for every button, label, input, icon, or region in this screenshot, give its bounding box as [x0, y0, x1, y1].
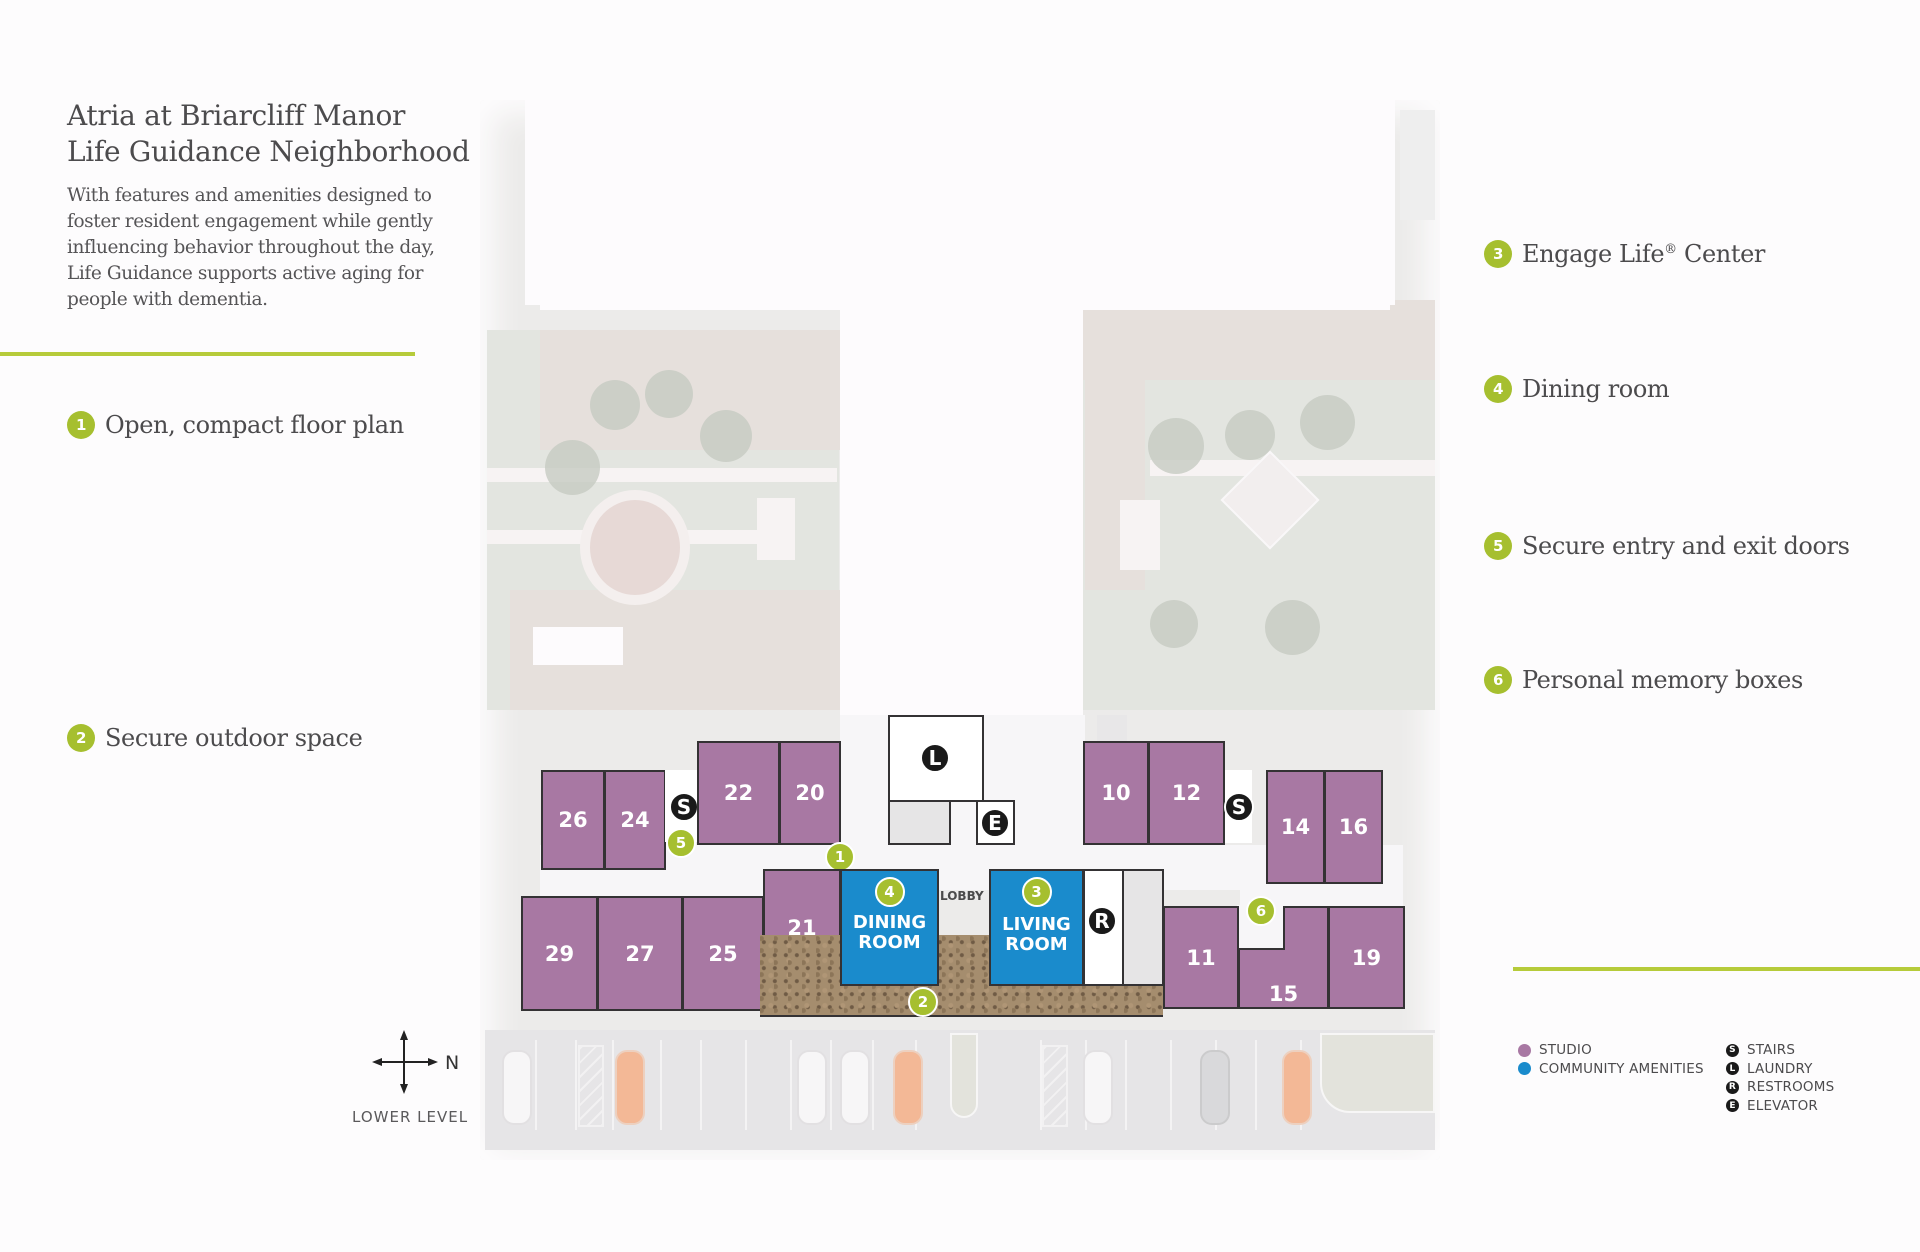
divider-right: [1513, 967, 1920, 971]
feature-label: Engage Life® Center: [1522, 240, 1765, 268]
garden-path: [1150, 460, 1435, 476]
tree: [1148, 418, 1204, 474]
service-room: [888, 800, 951, 845]
accessible-stall-hatch: [578, 1045, 604, 1127]
restrooms-icon: R: [1087, 906, 1117, 936]
tree: [590, 380, 640, 430]
studio-19[interactable]: 19: [1328, 906, 1405, 1009]
laundry-icon: L: [920, 743, 950, 773]
parked-car: [1083, 1050, 1113, 1125]
parking-island: [950, 1033, 978, 1118]
legend-colors: STUDIO COMMUNITY AMENITIES: [1518, 1041, 1704, 1078]
studio-27[interactable]: 27: [597, 896, 683, 1011]
marker-6: 6: [1246, 896, 1276, 926]
studio-25[interactable]: 25: [682, 896, 764, 1011]
feature-label: Open, compact floor plan: [105, 411, 404, 439]
accessible-stall-hatch: [1042, 1045, 1068, 1127]
badge-4: 4: [1484, 375, 1512, 403]
divider-left: [0, 352, 415, 356]
service-room: [1122, 869, 1164, 986]
tree: [1265, 600, 1320, 655]
stairs-icon: S: [669, 792, 699, 822]
garden-steps: [1120, 500, 1160, 570]
studio-26[interactable]: 26: [541, 770, 605, 870]
garden-steps: [757, 498, 795, 560]
tree: [1300, 395, 1355, 450]
feature-6: 6 Personal memory boxes: [1484, 666, 1803, 694]
parking-island: [1320, 1033, 1435, 1113]
legend-amenities: COMMUNITY AMENITIES: [1518, 1060, 1704, 1079]
dining-room[interactable]: 4 DINING ROOM: [840, 869, 939, 986]
feature-3: 3 Engage Life® Center: [1484, 240, 1765, 268]
title-line-2: Life Guidance Neighborhood: [67, 135, 470, 168]
feature-label: Secure outdoor space: [105, 724, 363, 752]
feature-label: Dining room: [1522, 375, 1670, 403]
feature-1: 1 Open, compact floor plan: [67, 411, 404, 439]
tree: [645, 370, 693, 418]
studio-24[interactable]: 24: [604, 770, 666, 870]
title-line-1: Atria at Briarcliff Manor: [67, 99, 406, 132]
parked-car: [1282, 1050, 1312, 1125]
elevator-icon: E: [980, 808, 1010, 838]
badge-6: 6: [1484, 666, 1512, 694]
living-room[interactable]: 3 LIVING ROOM: [989, 869, 1084, 986]
stairs-icon: S: [1726, 1043, 1739, 1057]
feature-label: Secure entry and exit doors: [1522, 532, 1850, 560]
page-title: Atria at Briarcliff Manor Life Guidance …: [67, 98, 470, 170]
parked-car: [893, 1050, 923, 1125]
parked-car: [840, 1050, 870, 1125]
marker-4: 4: [874, 877, 905, 907]
tree: [1225, 410, 1275, 460]
gazebo: [580, 490, 690, 605]
stairs-icon: S: [1224, 792, 1254, 822]
lobby-label: LOBBY: [940, 889, 984, 903]
legend-studio: STUDIO: [1518, 1041, 1704, 1060]
feature-label: Personal memory boxes: [1522, 666, 1803, 694]
marker-5: 5: [666, 828, 696, 858]
bench: [533, 627, 623, 665]
studio-10[interactable]: 10: [1083, 741, 1149, 845]
tree: [545, 440, 600, 495]
tree: [700, 410, 752, 462]
level-label: LOWER LEVEL: [352, 1108, 469, 1126]
studio-29[interactable]: 29: [521, 896, 598, 1011]
amenity-swatch: [1518, 1062, 1531, 1076]
description: With features and amenities designed to …: [67, 185, 435, 310]
legend-laundry: L LAUNDRY: [1726, 1060, 1834, 1079]
studio-20[interactable]: 20: [779, 741, 841, 845]
north-label: N: [445, 1052, 460, 1074]
parked-car: [502, 1050, 532, 1125]
studio-11[interactable]: 11: [1163, 906, 1239, 1009]
studio-22[interactable]: 22: [697, 741, 780, 845]
marker-3: 3: [1021, 877, 1052, 907]
elevator-icon: E: [1726, 1099, 1739, 1113]
parked-car: [615, 1050, 645, 1125]
studio-12[interactable]: 12: [1148, 741, 1225, 845]
legend-restrooms: R RESTROOMS: [1726, 1078, 1834, 1097]
badge-2: 2: [67, 724, 95, 752]
legend-elevator: E ELEVATOR: [1726, 1097, 1834, 1116]
laundry-icon: L: [1726, 1062, 1739, 1076]
badge-5: 5: [1484, 532, 1512, 560]
building-connector: [840, 305, 1083, 717]
feature-4: 4 Dining room: [1484, 375, 1670, 403]
badge-1: 1: [67, 411, 95, 439]
parked-truck: [1200, 1050, 1230, 1125]
marker-1: 1: [825, 842, 855, 872]
legend-symbols: S STAIRS L LAUNDRY R RESTROOMS E ELEVATO…: [1726, 1041, 1834, 1115]
tree: [1150, 600, 1198, 648]
marker-2: 2: [908, 987, 938, 1017]
parked-car: [797, 1050, 827, 1125]
legend-stairs: S STAIRS: [1726, 1041, 1834, 1060]
studio-14[interactable]: 14: [1266, 770, 1325, 884]
studio-15[interactable]: 15: [1238, 948, 1329, 1009]
garden-path: [487, 468, 837, 482]
feature-5: 5 Secure entry and exit doors: [1484, 532, 1850, 560]
restrooms-icon: R: [1726, 1080, 1739, 1094]
studio-16[interactable]: 16: [1324, 770, 1383, 884]
feature-2: 2 Secure outdoor space: [67, 724, 363, 752]
badge-3: 3: [1484, 240, 1512, 268]
studio-swatch: [1518, 1043, 1531, 1057]
compass-icon: [372, 1030, 442, 1095]
